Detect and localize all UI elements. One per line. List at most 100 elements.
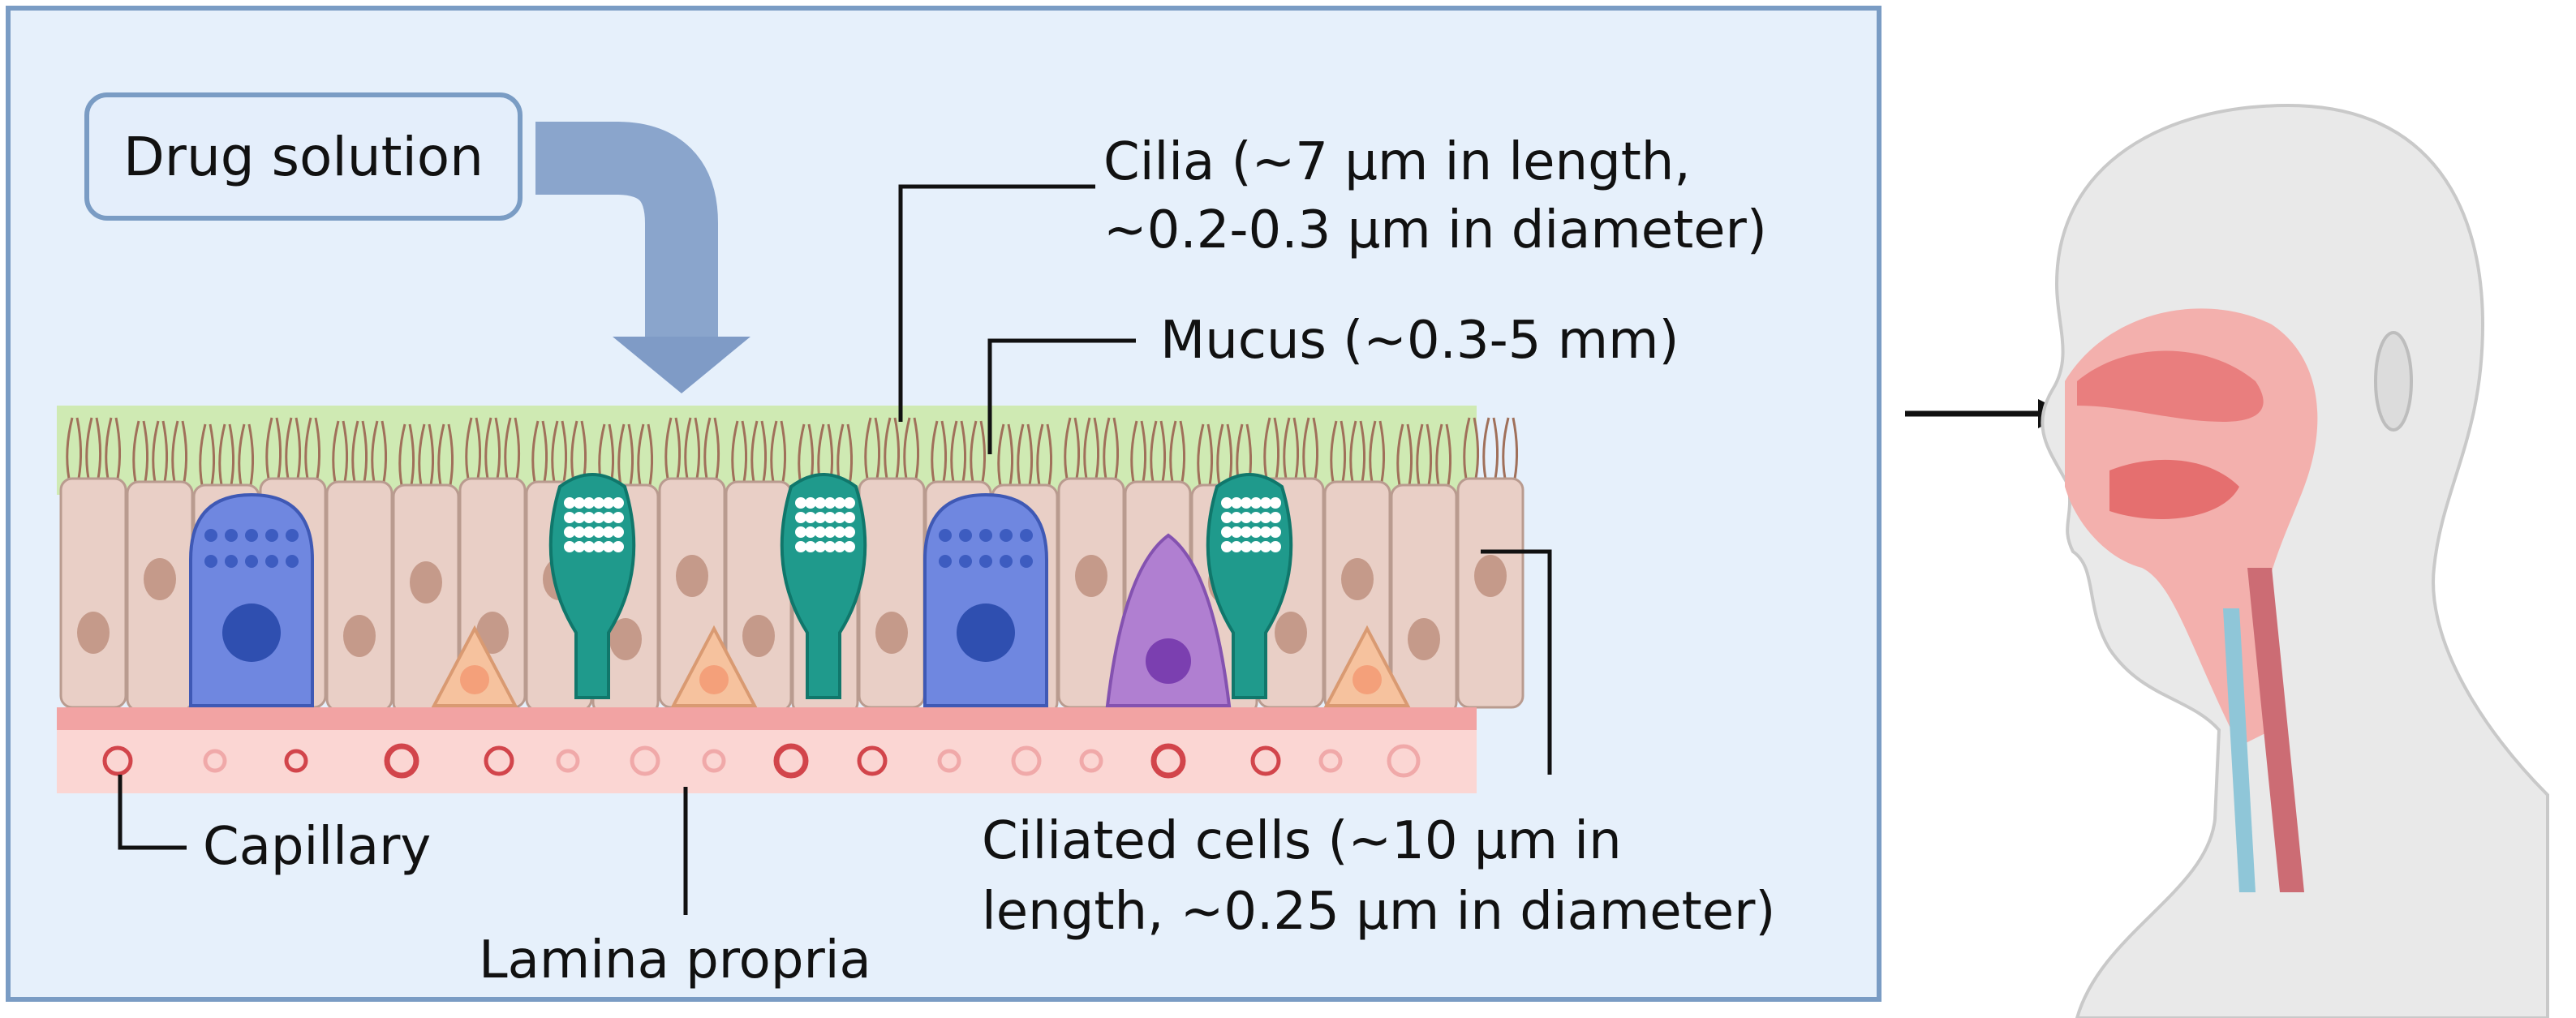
cilium	[1169, 420, 1177, 483]
cilium	[1103, 417, 1111, 479]
cilium	[199, 423, 207, 486]
ciliated-cell	[325, 480, 393, 712]
ciliated-cells-label-line1: Ciliated cells (~10 µm in	[982, 811, 1622, 871]
cilium	[1263, 417, 1271, 479]
cell-nucleus	[343, 615, 376, 657]
capillary	[1318, 749, 1343, 773]
cilium	[1273, 417, 1280, 479]
cilium	[637, 423, 645, 486]
cilium	[371, 420, 379, 483]
cilium	[1140, 420, 1147, 483]
capillary	[384, 743, 419, 779]
cilium	[95, 417, 102, 479]
cilium	[1036, 423, 1044, 486]
head-silhouette-icon	[2041, 103, 2549, 1018]
cilia-leader	[898, 184, 1095, 422]
cilium	[1482, 417, 1490, 479]
cilium	[1349, 420, 1357, 483]
cilium	[105, 417, 113, 479]
cilia-label-line1: Cilia (~7 µm in length,	[1103, 132, 1691, 192]
cilium	[1340, 420, 1347, 483]
cilium	[75, 417, 83, 479]
drug-solution-label: Drug solution	[123, 125, 484, 188]
epithelial-cells	[59, 473, 1525, 715]
capillary	[556, 749, 580, 773]
cilium	[664, 417, 673, 479]
cilium	[893, 417, 901, 479]
cilium	[1073, 417, 1081, 479]
cilium	[864, 417, 872, 479]
cilium	[731, 420, 739, 483]
cilium	[332, 420, 340, 483]
cilium	[1473, 417, 1480, 479]
cell-nucleus	[875, 612, 908, 654]
goblet-cell	[780, 473, 867, 699]
cilium	[1312, 417, 1319, 479]
cilium	[1512, 417, 1519, 479]
ciliated-cell	[858, 477, 926, 709]
capillary-leader	[118, 775, 187, 850]
purple-cell	[1105, 533, 1232, 707]
capillaries	[102, 743, 1421, 779]
cilium	[1179, 420, 1186, 483]
cilium	[684, 417, 692, 479]
cilium	[997, 423, 1005, 486]
cilium	[1150, 420, 1158, 483]
capillary	[773, 743, 809, 779]
cilium	[428, 423, 435, 486]
cilium	[960, 420, 967, 483]
cilium	[142, 420, 149, 483]
cilium	[351, 420, 359, 483]
cilium	[703, 417, 712, 479]
cilium	[1093, 417, 1100, 479]
cilium	[780, 420, 787, 483]
capillary	[937, 749, 961, 773]
cell-nucleus	[609, 618, 642, 660]
cilium	[152, 420, 160, 483]
cilium	[940, 420, 948, 483]
cilium	[617, 423, 626, 486]
capillary	[1011, 745, 1042, 776]
capillary	[1150, 743, 1186, 779]
basement-membrane	[57, 707, 1477, 730]
cilium	[285, 417, 293, 479]
cilium	[275, 417, 282, 479]
cilium	[531, 420, 540, 483]
cilium	[541, 420, 548, 483]
cilium	[1435, 423, 1443, 486]
cilium	[741, 420, 748, 483]
cilium	[950, 420, 958, 483]
cilium	[85, 417, 93, 479]
cell-nucleus	[1408, 618, 1440, 660]
cilia-label-line2: ~0.2-0.3 µm in diameter)	[1103, 200, 1767, 260]
cilium	[561, 420, 568, 483]
cilium	[1502, 417, 1510, 479]
cilium	[1064, 417, 1072, 479]
ciliated-leader	[1481, 549, 1552, 775]
cilium	[1283, 417, 1291, 479]
cell-nucleus	[1275, 612, 1307, 654]
cilium	[1492, 417, 1499, 479]
cilium	[114, 417, 122, 479]
cilium	[228, 423, 235, 486]
cilium	[1416, 423, 1424, 486]
cilium	[465, 417, 473, 479]
capillary	[102, 745, 133, 776]
cell-nucleus	[742, 615, 775, 657]
ciliated-cell	[59, 477, 127, 709]
cilium	[66, 417, 74, 479]
cilia	[66, 417, 1519, 486]
capillary-label: Capillary	[203, 817, 432, 877]
mucus-leader	[987, 338, 1136, 454]
cilium	[1396, 423, 1404, 486]
cilium	[418, 423, 426, 486]
ciliated-cells-label-line2: length, ~0.25 µm in diameter)	[982, 882, 1776, 942]
cilium	[713, 417, 720, 479]
capillary	[284, 749, 308, 773]
cilium	[437, 423, 445, 486]
leader-lines	[118, 184, 1552, 915]
blue-secretory-cell	[923, 492, 1048, 707]
cilium	[314, 417, 321, 479]
cilium	[1216, 423, 1224, 486]
